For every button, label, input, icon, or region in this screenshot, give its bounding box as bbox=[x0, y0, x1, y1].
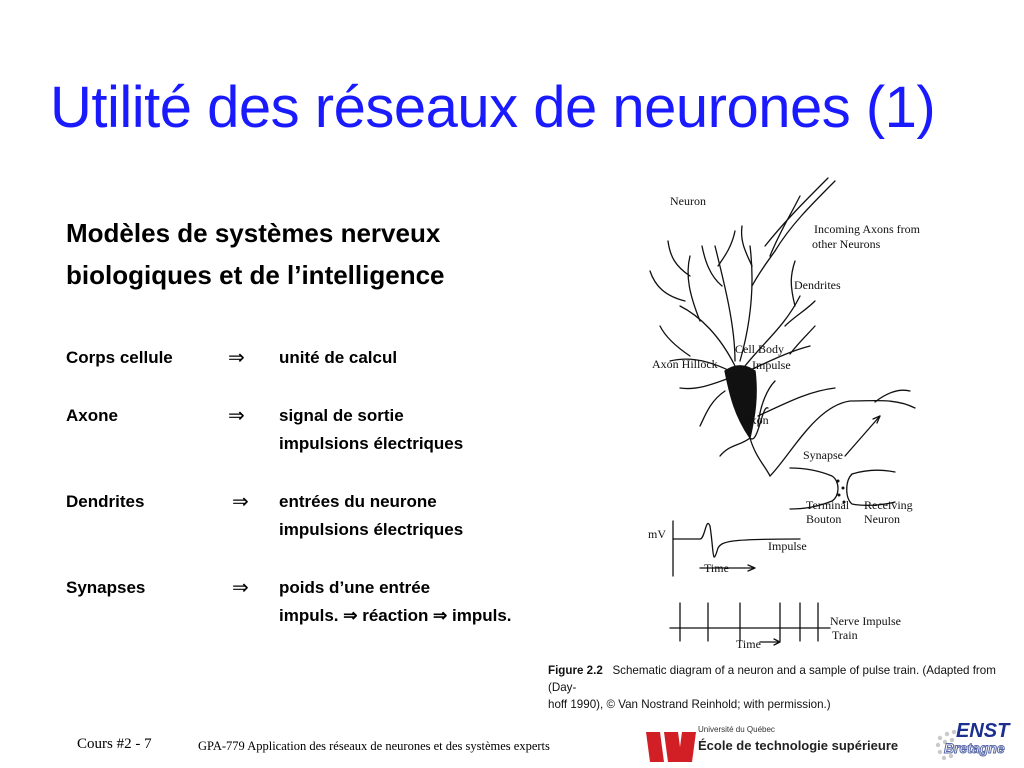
item-label-corps-cellule: Corps cellule bbox=[66, 348, 173, 367]
slide-subtitle: Modèles de systèmes nerveux biologiques … bbox=[66, 212, 445, 296]
synapse-dots bbox=[836, 479, 846, 504]
neuron-diagram: Neuron Incoming Axons from other Neurons… bbox=[648, 177, 921, 651]
ets-logo-small-text: Université du Québec bbox=[698, 725, 775, 734]
enst-logo-line-1: ENST bbox=[956, 720, 1010, 742]
item-label-dendrites: Dendrites bbox=[66, 492, 145, 511]
label-dendrites: Dendrites bbox=[794, 278, 841, 292]
label-impulse-top: Impulse bbox=[752, 358, 791, 372]
figure-caption: Figure 2.2 Schematic diagram of a neuron… bbox=[548, 662, 1000, 713]
item-label-synapses: Synapses bbox=[66, 578, 146, 597]
implies-arrow-1: ⇒ bbox=[228, 347, 245, 369]
implies-arrow-3: ⇒ bbox=[232, 491, 249, 513]
label-neuron: Neuron bbox=[670, 194, 706, 208]
label-neuron-2: Neuron bbox=[864, 512, 900, 526]
enst-logo-globe bbox=[935, 729, 957, 761]
caption-text-1: Schematic diagram of a neuron and a samp… bbox=[548, 664, 996, 694]
item-value-synapses-1: poids d’une entrée bbox=[279, 578, 431, 597]
label-axon-hillock: Axon Hillock bbox=[652, 357, 718, 371]
slide-title: Utilité des réseaux de neurones (1) bbox=[50, 75, 936, 140]
label-bouton: Bouton bbox=[806, 512, 841, 526]
course-number: Cours #2 - 7 bbox=[77, 736, 152, 752]
ets-logo-name: École de technologie supérieure bbox=[698, 738, 899, 753]
caption-line-1: Figure 2.2 Schematic diagram of a neuron… bbox=[548, 662, 1000, 696]
caption-text-2: hoff 1990), © Van Nostrand Reinhold; wit… bbox=[548, 698, 831, 711]
caption-label: Figure 2.2 bbox=[548, 664, 603, 677]
label-train: Train bbox=[832, 628, 858, 642]
label-mv: mV bbox=[648, 527, 666, 541]
item-value-dendrites-1: entrées du neurone bbox=[279, 492, 437, 511]
course-description: GPA-779 Application des réseaux de neuro… bbox=[198, 739, 550, 753]
label-time-1: Time bbox=[704, 561, 729, 575]
item-value-axone-1: signal de sortie bbox=[279, 406, 404, 425]
enst-logo-line-2: Bretagne bbox=[944, 740, 1006, 757]
implies-arrow-4: ⇒ bbox=[232, 577, 249, 599]
item-label-axone: Axone bbox=[66, 406, 118, 425]
implies-arrow-2: ⇒ bbox=[228, 405, 245, 427]
label-synapse: Synapse bbox=[803, 448, 843, 462]
item-value-axone-2: impulsions électriques bbox=[279, 434, 464, 453]
item-value-dendrites-2: impulsions électriques bbox=[279, 520, 464, 539]
subtitle-line-2: biologiques et de l’intelligence bbox=[66, 260, 445, 290]
label-time-2: Time bbox=[736, 637, 761, 651]
label-terminal: Terminal bbox=[806, 498, 850, 512]
label-receiving: Receiving bbox=[864, 498, 913, 512]
neuron-drawing bbox=[649, 177, 916, 646]
item-value-corps-cellule: unité de calcul bbox=[279, 348, 398, 367]
label-incoming-2: other Neurons bbox=[812, 237, 881, 251]
label-axon: Axon bbox=[742, 413, 769, 427]
label-impulse: Impulse bbox=[768, 539, 807, 553]
ets-logo-mark bbox=[646, 732, 696, 762]
label-cell-body: Cell Body bbox=[735, 342, 784, 356]
item-value-synapses-2: impuls. ⇒ réaction ⇒ impuls. bbox=[279, 606, 512, 625]
label-nerve-impulse: Nerve Impulse bbox=[830, 614, 901, 628]
subtitle-line-1: Modèles de systèmes nerveux bbox=[66, 218, 441, 248]
label-incoming-1: Incoming Axons from bbox=[814, 222, 921, 236]
